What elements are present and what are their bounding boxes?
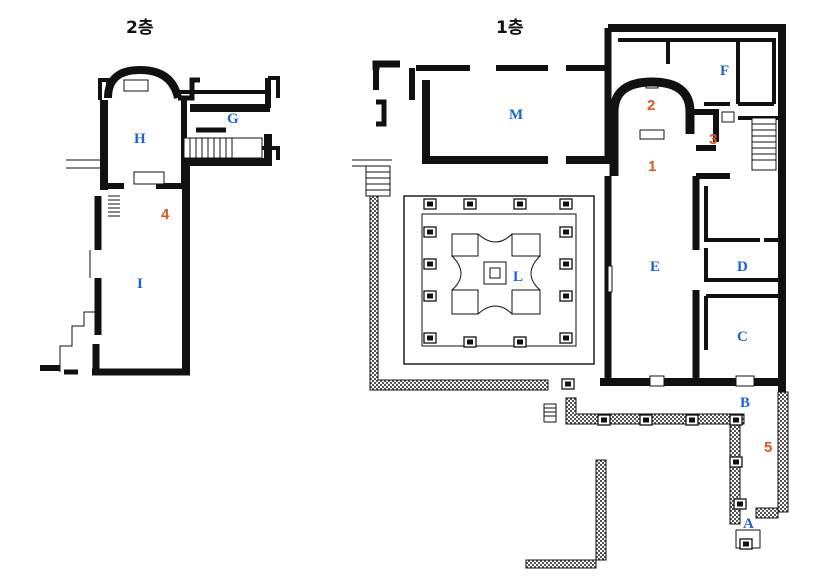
stairs-entry-left <box>365 165 391 197</box>
room-label-f: F <box>720 63 729 79</box>
room-label-l: L <box>513 269 523 285</box>
number-label-2: 2 <box>647 97 655 114</box>
platform-h <box>133 171 165 185</box>
room-label-h: H <box>134 131 146 147</box>
bed-h <box>123 79 149 92</box>
stairs-i <box>108 195 120 217</box>
floor-1-title: 1층 <box>496 18 524 38</box>
number-label-1: 1 <box>648 158 656 175</box>
room-label-g: G <box>227 111 239 127</box>
room-label-m: M <box>509 107 523 123</box>
room-label-c: C <box>737 329 748 345</box>
floor-2-walls <box>40 65 280 376</box>
room-label-b: B <box>740 395 750 411</box>
apse-steps <box>645 81 659 89</box>
outer-steps <box>59 311 96 372</box>
number-label-4: 4 <box>161 206 170 223</box>
room-label-a: A <box>743 516 754 532</box>
floor-1-details <box>352 81 777 423</box>
floor-2-details <box>59 79 263 372</box>
room-label-i: I <box>137 276 143 292</box>
room-label-e: E <box>650 259 660 275</box>
stairs-3 <box>751 117 777 171</box>
stairs-g <box>183 137 263 159</box>
number-label-5: 5 <box>764 439 772 456</box>
room-label-d: D <box>737 259 748 275</box>
floor-1-walls <box>372 24 786 392</box>
number-labels: 1 2 3 4 5 <box>161 97 772 456</box>
number-label-3: 3 <box>709 131 717 148</box>
room-labels: H G I M F L E D C B A <box>134 63 754 532</box>
altar <box>639 129 665 140</box>
floor-2-title: 2층 <box>126 18 154 38</box>
stairs-exit <box>543 403 557 423</box>
